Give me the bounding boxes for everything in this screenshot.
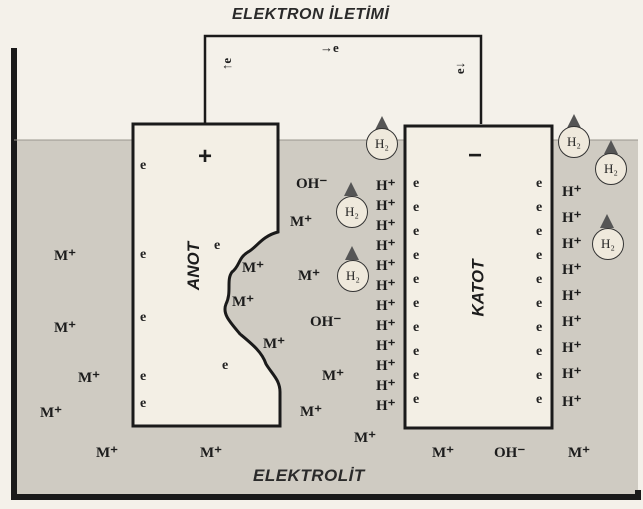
wire-flow-left: ↑e bbox=[219, 57, 235, 71]
metal-ion: M⁺ bbox=[232, 294, 255, 310]
electron: e bbox=[140, 247, 147, 262]
hydrogen-bubble: H₂ bbox=[595, 153, 627, 185]
hydrogen-ion: H⁺ bbox=[562, 394, 582, 410]
electron: e bbox=[413, 272, 420, 287]
electron: e bbox=[536, 296, 543, 311]
hydrogen-ion: H⁺ bbox=[562, 288, 582, 304]
metal-ion: M⁺ bbox=[290, 214, 313, 230]
electron: e bbox=[413, 200, 420, 215]
electron: e bbox=[536, 272, 543, 287]
hydroxide-ion: OH⁻ bbox=[296, 176, 328, 192]
hydrogen-ion: H⁺ bbox=[562, 314, 582, 330]
hydrogen-ion: H⁺ bbox=[376, 398, 396, 414]
electron: e bbox=[413, 392, 420, 407]
electron: e bbox=[140, 369, 147, 384]
bubble-tip bbox=[375, 116, 389, 130]
electron: e bbox=[413, 368, 420, 383]
cathode-sign: − bbox=[468, 142, 483, 169]
metal-ion: M⁺ bbox=[263, 336, 286, 352]
hydrogen-ion: H⁺ bbox=[376, 318, 396, 334]
anode-electrode bbox=[131, 122, 282, 428]
external-wire bbox=[203, 34, 483, 124]
anode-label: ANOT bbox=[184, 241, 204, 291]
anode-sign: + bbox=[198, 143, 213, 170]
hydrogen-ion: H⁺ bbox=[562, 366, 582, 382]
metal-ion: M⁺ bbox=[200, 445, 223, 461]
wire-flow-top: →e bbox=[320, 40, 339, 55]
electron: e bbox=[413, 176, 420, 191]
electron: e bbox=[222, 358, 229, 373]
hydrogen-ion: H⁺ bbox=[562, 184, 582, 200]
hydroxide-ion: OH⁻ bbox=[310, 314, 342, 330]
electron: e bbox=[536, 320, 543, 335]
electron: e bbox=[536, 344, 543, 359]
bubble-tip bbox=[344, 182, 358, 196]
hydrogen-ion: H⁺ bbox=[376, 338, 396, 354]
electron: e bbox=[536, 248, 543, 263]
hydrogen-ion: H⁺ bbox=[376, 258, 396, 274]
electron: e bbox=[536, 368, 543, 383]
hydroxide-ion: OH⁻ bbox=[494, 445, 526, 461]
hydrogen-ion: H⁺ bbox=[562, 340, 582, 356]
cathode-label: KATOT bbox=[468, 259, 488, 317]
electron: e bbox=[413, 248, 420, 263]
hydrogen-bubble: H₂ bbox=[336, 196, 368, 228]
tank-wall bbox=[11, 48, 641, 500]
electron: e bbox=[140, 396, 147, 411]
metal-ion: M⁺ bbox=[78, 370, 101, 386]
hydrogen-ion: H⁺ bbox=[376, 178, 396, 194]
electron: e bbox=[536, 392, 543, 407]
metal-ion: M⁺ bbox=[432, 445, 455, 461]
hydrogen-ion: H⁺ bbox=[376, 198, 396, 214]
hydrogen-bubble: H₂ bbox=[337, 260, 369, 292]
hydrogen-ion: H⁺ bbox=[376, 278, 396, 294]
wire-flow-right: e↓ bbox=[452, 61, 468, 75]
bubble-tip bbox=[345, 246, 359, 260]
diagram-title: ELEKTRON İLETİMİ bbox=[232, 6, 390, 23]
hydrogen-ion: H⁺ bbox=[562, 236, 582, 252]
hydrogen-bubble: H₂ bbox=[558, 126, 590, 158]
electron: e bbox=[413, 296, 420, 311]
electron: e bbox=[140, 158, 147, 173]
electron: e bbox=[536, 176, 543, 191]
metal-ion: M⁺ bbox=[40, 405, 63, 421]
hydrogen-bubble: H₂ bbox=[366, 128, 398, 160]
hydrogen-ion: H⁺ bbox=[376, 218, 396, 234]
electron: e bbox=[214, 238, 221, 253]
metal-ion: M⁺ bbox=[54, 248, 77, 264]
electron: e bbox=[536, 224, 543, 239]
electrolyte-label: ELEKTROLİT bbox=[253, 466, 365, 485]
hydrogen-ion: H⁺ bbox=[376, 378, 396, 394]
electron: e bbox=[413, 344, 420, 359]
hydrogen-bubble: H₂ bbox=[592, 228, 624, 260]
bubble-tip bbox=[604, 140, 618, 154]
metal-ion: M⁺ bbox=[300, 404, 323, 420]
hydrogen-ion: H⁺ bbox=[562, 262, 582, 278]
hydrogen-ion: H⁺ bbox=[376, 358, 396, 374]
hydrogen-ion: H⁺ bbox=[376, 238, 396, 254]
metal-ion: M⁺ bbox=[354, 430, 377, 446]
metal-ion: M⁺ bbox=[242, 260, 265, 276]
electron: e bbox=[413, 224, 420, 239]
electron: e bbox=[536, 200, 543, 215]
electron: e bbox=[413, 320, 420, 335]
hydrogen-ion: H⁺ bbox=[376, 298, 396, 314]
metal-ion: M⁺ bbox=[322, 368, 345, 384]
electron: e bbox=[140, 310, 147, 325]
metal-ion: M⁺ bbox=[298, 268, 321, 284]
bubble-tip bbox=[600, 214, 614, 228]
bubble-tip bbox=[567, 114, 581, 128]
metal-ion: M⁺ bbox=[96, 445, 119, 461]
cathode-electrode bbox=[403, 124, 554, 430]
metal-ion: M⁺ bbox=[568, 445, 591, 461]
hydrogen-ion: H⁺ bbox=[562, 210, 582, 226]
metal-ion: M⁺ bbox=[54, 320, 77, 336]
